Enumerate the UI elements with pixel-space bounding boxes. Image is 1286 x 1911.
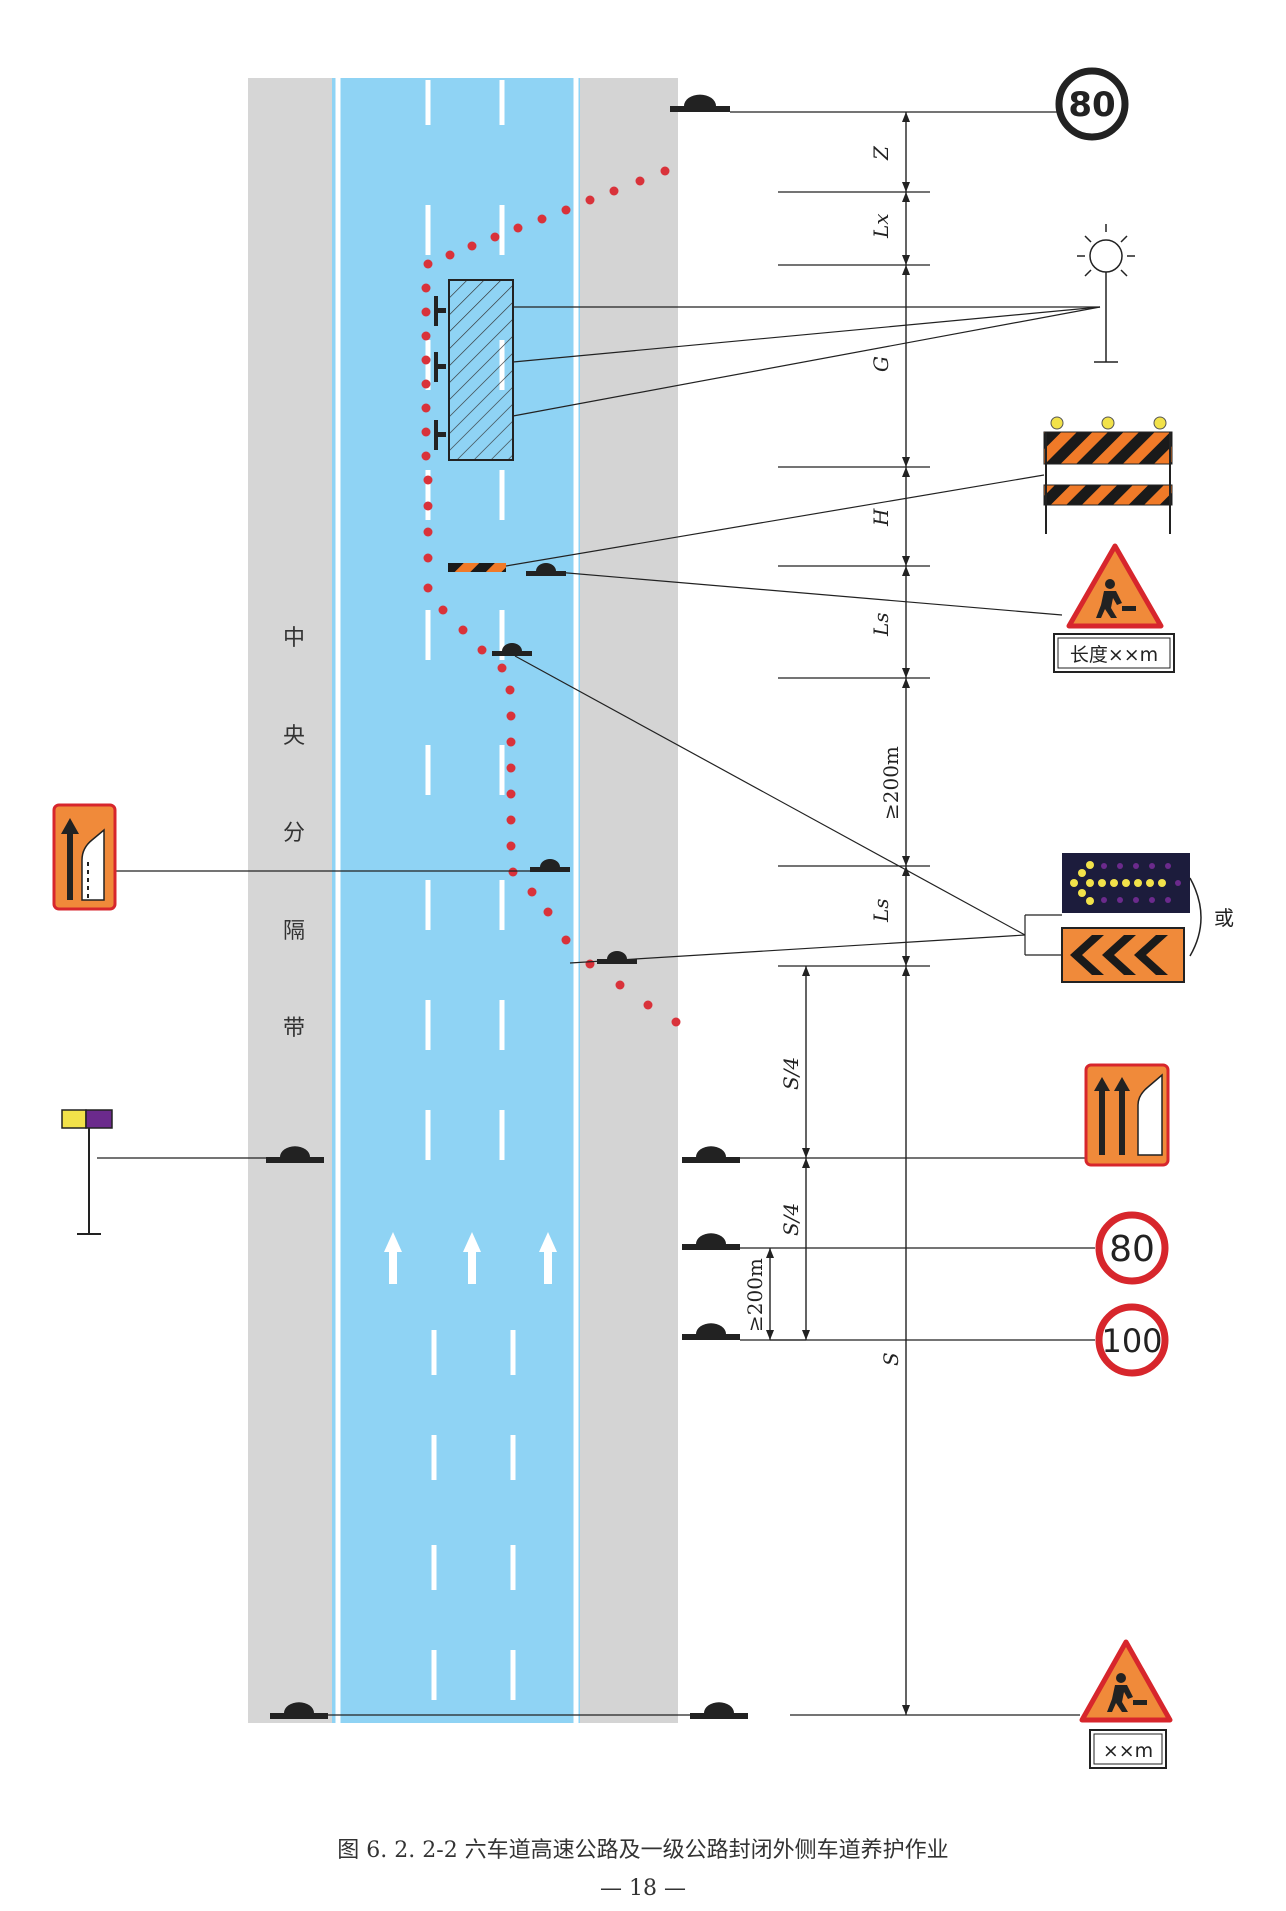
direction-arrows — [384, 1232, 557, 1284]
roadwork-warning-sign-2: ××m — [1079, 1639, 1173, 1769]
lane-arrow-icon — [539, 1232, 557, 1284]
median-strip — [248, 78, 338, 1723]
median-char: 分 — [283, 821, 305, 846]
or-bracket — [1189, 877, 1202, 957]
lane-straight-arrow-icon — [1094, 1077, 1110, 1155]
dim-lx: Lx — [869, 213, 893, 239]
dimension-labels: Z Lx G H Ls ≥200m Ls S/4 S/4 ≥200m S — [743, 145, 903, 1366]
speed-limit-sign-80: 80 — [1095, 1211, 1169, 1285]
figure-caption: 图 6. 2. 2-2 六车道高速公路及一级公路封闭外侧车道养护作业 — [337, 1838, 949, 1863]
median-char: 隔 — [283, 919, 305, 944]
median-char: 央 — [283, 724, 305, 749]
dimension-ticks — [770, 191, 930, 1341]
road-barrier — [448, 563, 506, 572]
dim-ls-lower: Ls — [869, 898, 893, 923]
dim-s: S — [879, 1352, 903, 1366]
speed-limit-top-value: 80 — [1068, 85, 1115, 125]
dimension-arrowheads — [766, 112, 910, 1715]
dim-s4-upper: S/4 — [779, 1057, 803, 1090]
lane-straight-arrow-icon — [1114, 1077, 1130, 1155]
lane-arrow-icon — [463, 1232, 481, 1284]
barricade-sign — [1043, 416, 1173, 534]
median-char: 带 — [283, 1016, 305, 1041]
lane-merge-arrow-icon — [61, 818, 79, 900]
flashing-arrow-board — [1062, 853, 1190, 913]
outer-shoulder — [580, 78, 678, 1723]
lane-reduction-sign-left — [52, 803, 117, 911]
dim-h: H — [869, 508, 893, 527]
or-label: 或 — [1214, 906, 1234, 930]
speed-limit-sign-top: 80 — [1055, 67, 1129, 141]
dim-ls-upper: Ls — [869, 612, 893, 637]
median-char: 中 — [283, 626, 305, 651]
worker-icon — [1096, 579, 1136, 618]
lane-reduction-sign-right — [1084, 1063, 1170, 1167]
sign-bases — [266, 94, 748, 1719]
speed-limit-sign-100: 100 — [1095, 1303, 1169, 1377]
dim-ge200-upper: ≥200m — [879, 746, 903, 820]
traffic-cones — [421, 166, 681, 1027]
lane-arrow-icon — [384, 1232, 402, 1284]
roadwork-distance-text: ××m — [1103, 1740, 1153, 1762]
chevron-sign — [1061, 927, 1185, 983]
worker-icon — [1107, 1673, 1147, 1712]
dim-g: G — [869, 356, 893, 372]
median-label: 中 央 分 隔 带 — [283, 626, 305, 1041]
page-number: — 18 — — [600, 1876, 686, 1901]
roadwork-warning-sign-1: 长度××m — [1053, 543, 1175, 673]
dim-s4-lower: S/4 — [779, 1203, 803, 1236]
work-area — [448, 279, 514, 461]
roadwork-length-text: 长度××m — [1070, 644, 1158, 666]
dim-ge200-lower: ≥200m — [743, 1258, 767, 1332]
speed-limit-80-value: 80 — [1109, 1229, 1155, 1270]
work-lights — [434, 296, 446, 450]
warning-light-icon — [1077, 224, 1135, 363]
warning-flag — [61, 1109, 113, 1235]
dim-z: Z — [869, 145, 893, 161]
speed-limit-100-value: 100 — [1101, 1322, 1162, 1360]
